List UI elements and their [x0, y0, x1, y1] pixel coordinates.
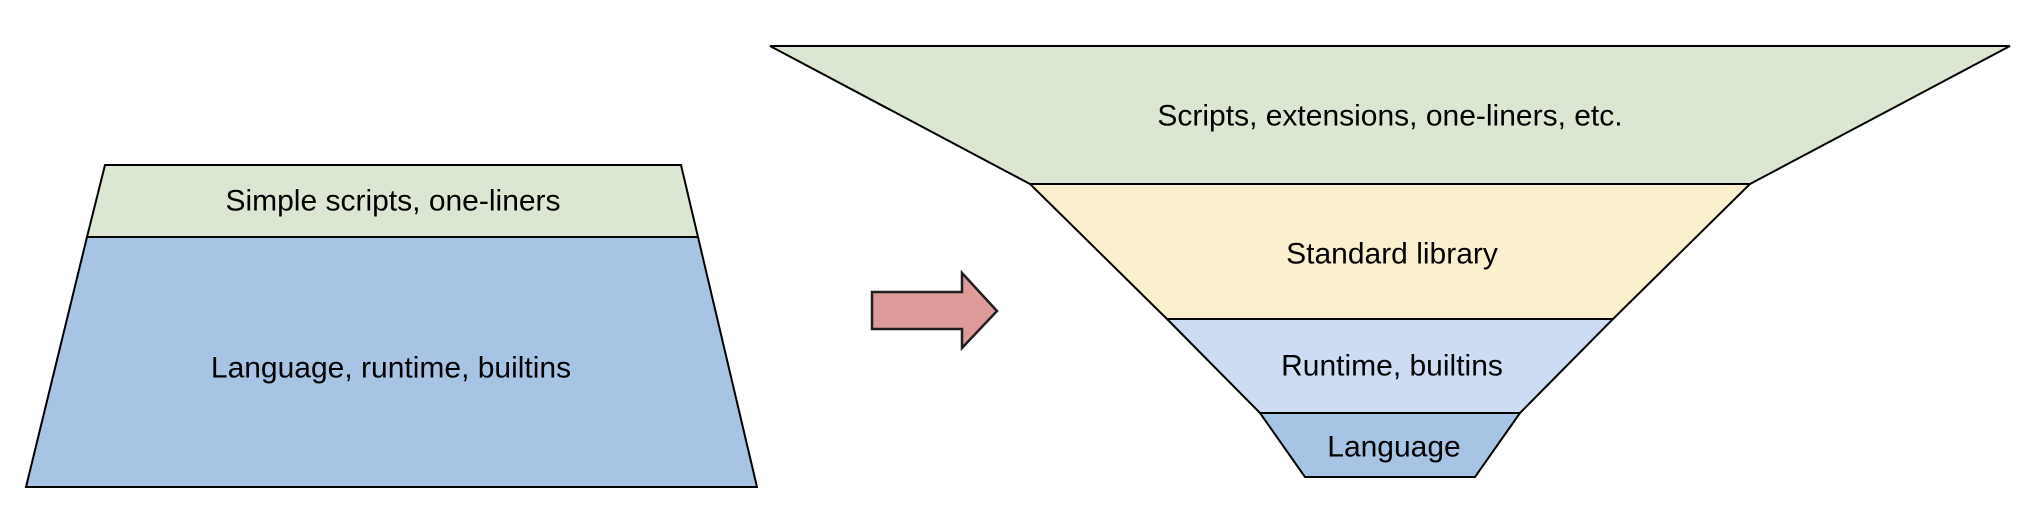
funnel-stdlib-label: Standard library	[1286, 237, 1498, 271]
funnel-runtime-label: Runtime, builtins	[1281, 349, 1503, 383]
funnel-scripts-label: Scripts, extensions, one-liners, etc.	[1157, 99, 1623, 133]
left-pyramid-bottom-label: Language, runtime, builtins	[210, 351, 572, 385]
left-pyramid-bottom-band	[24, 236, 759, 488]
funnel-language-label: Language	[1327, 430, 1461, 464]
funnel-band-language	[1258, 412, 1522, 478]
left-pyramid-top-label: Simple scripts, one-liners	[225, 184, 561, 218]
right-arrow-icon	[870, 269, 999, 352]
